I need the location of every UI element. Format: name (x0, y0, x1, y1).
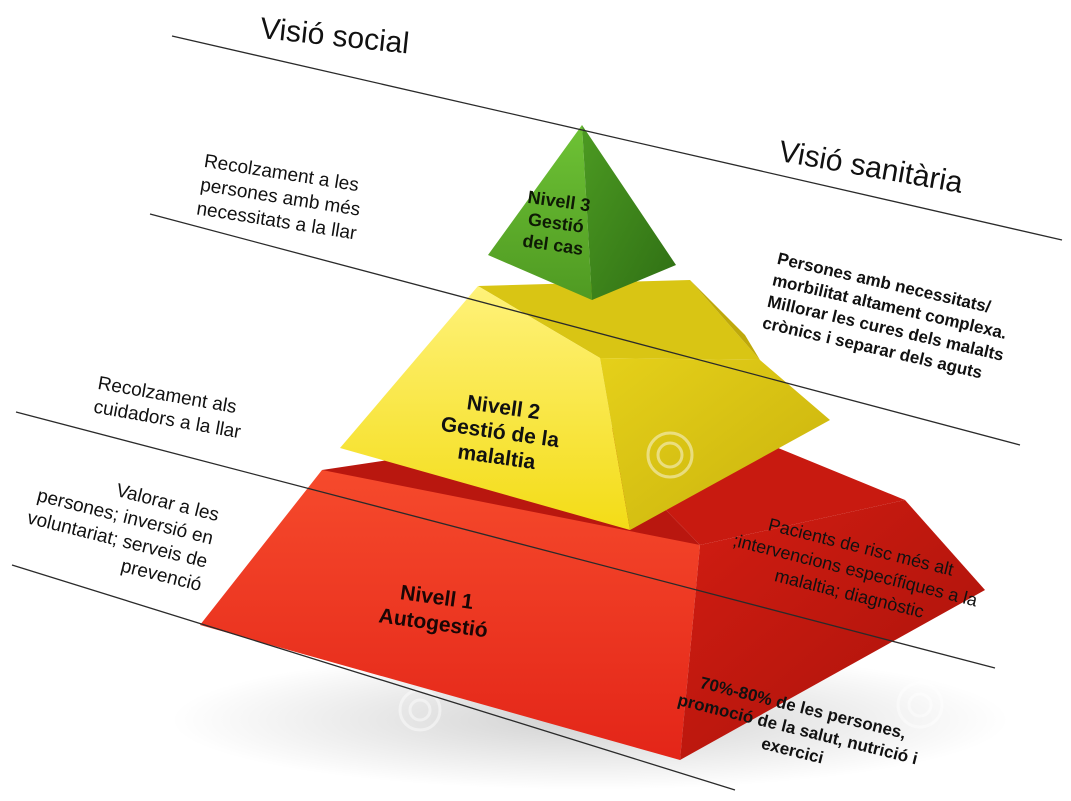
level-2-top-edge (690, 280, 760, 360)
level-2-block (340, 280, 830, 530)
level-3-front-face (488, 125, 592, 300)
watermark-swirls (398, 431, 944, 732)
level-3-side-face (582, 125, 676, 300)
level-2-front-face (340, 286, 630, 530)
guide-line-4 (11, 564, 736, 791)
level-3-block (488, 125, 676, 300)
guide-lines (11, 35, 1063, 791)
level-1-front-face (200, 470, 700, 760)
guide-line-2 (149, 213, 1021, 446)
level-1-side-face (680, 500, 985, 760)
guide-line-1 (171, 35, 1063, 241)
level-3-label: Nivell 3 Gestió del cas (502, 183, 610, 262)
level-2-top (478, 280, 760, 360)
guide-line-3 (15, 411, 996, 669)
level-2-side-face (600, 358, 830, 530)
